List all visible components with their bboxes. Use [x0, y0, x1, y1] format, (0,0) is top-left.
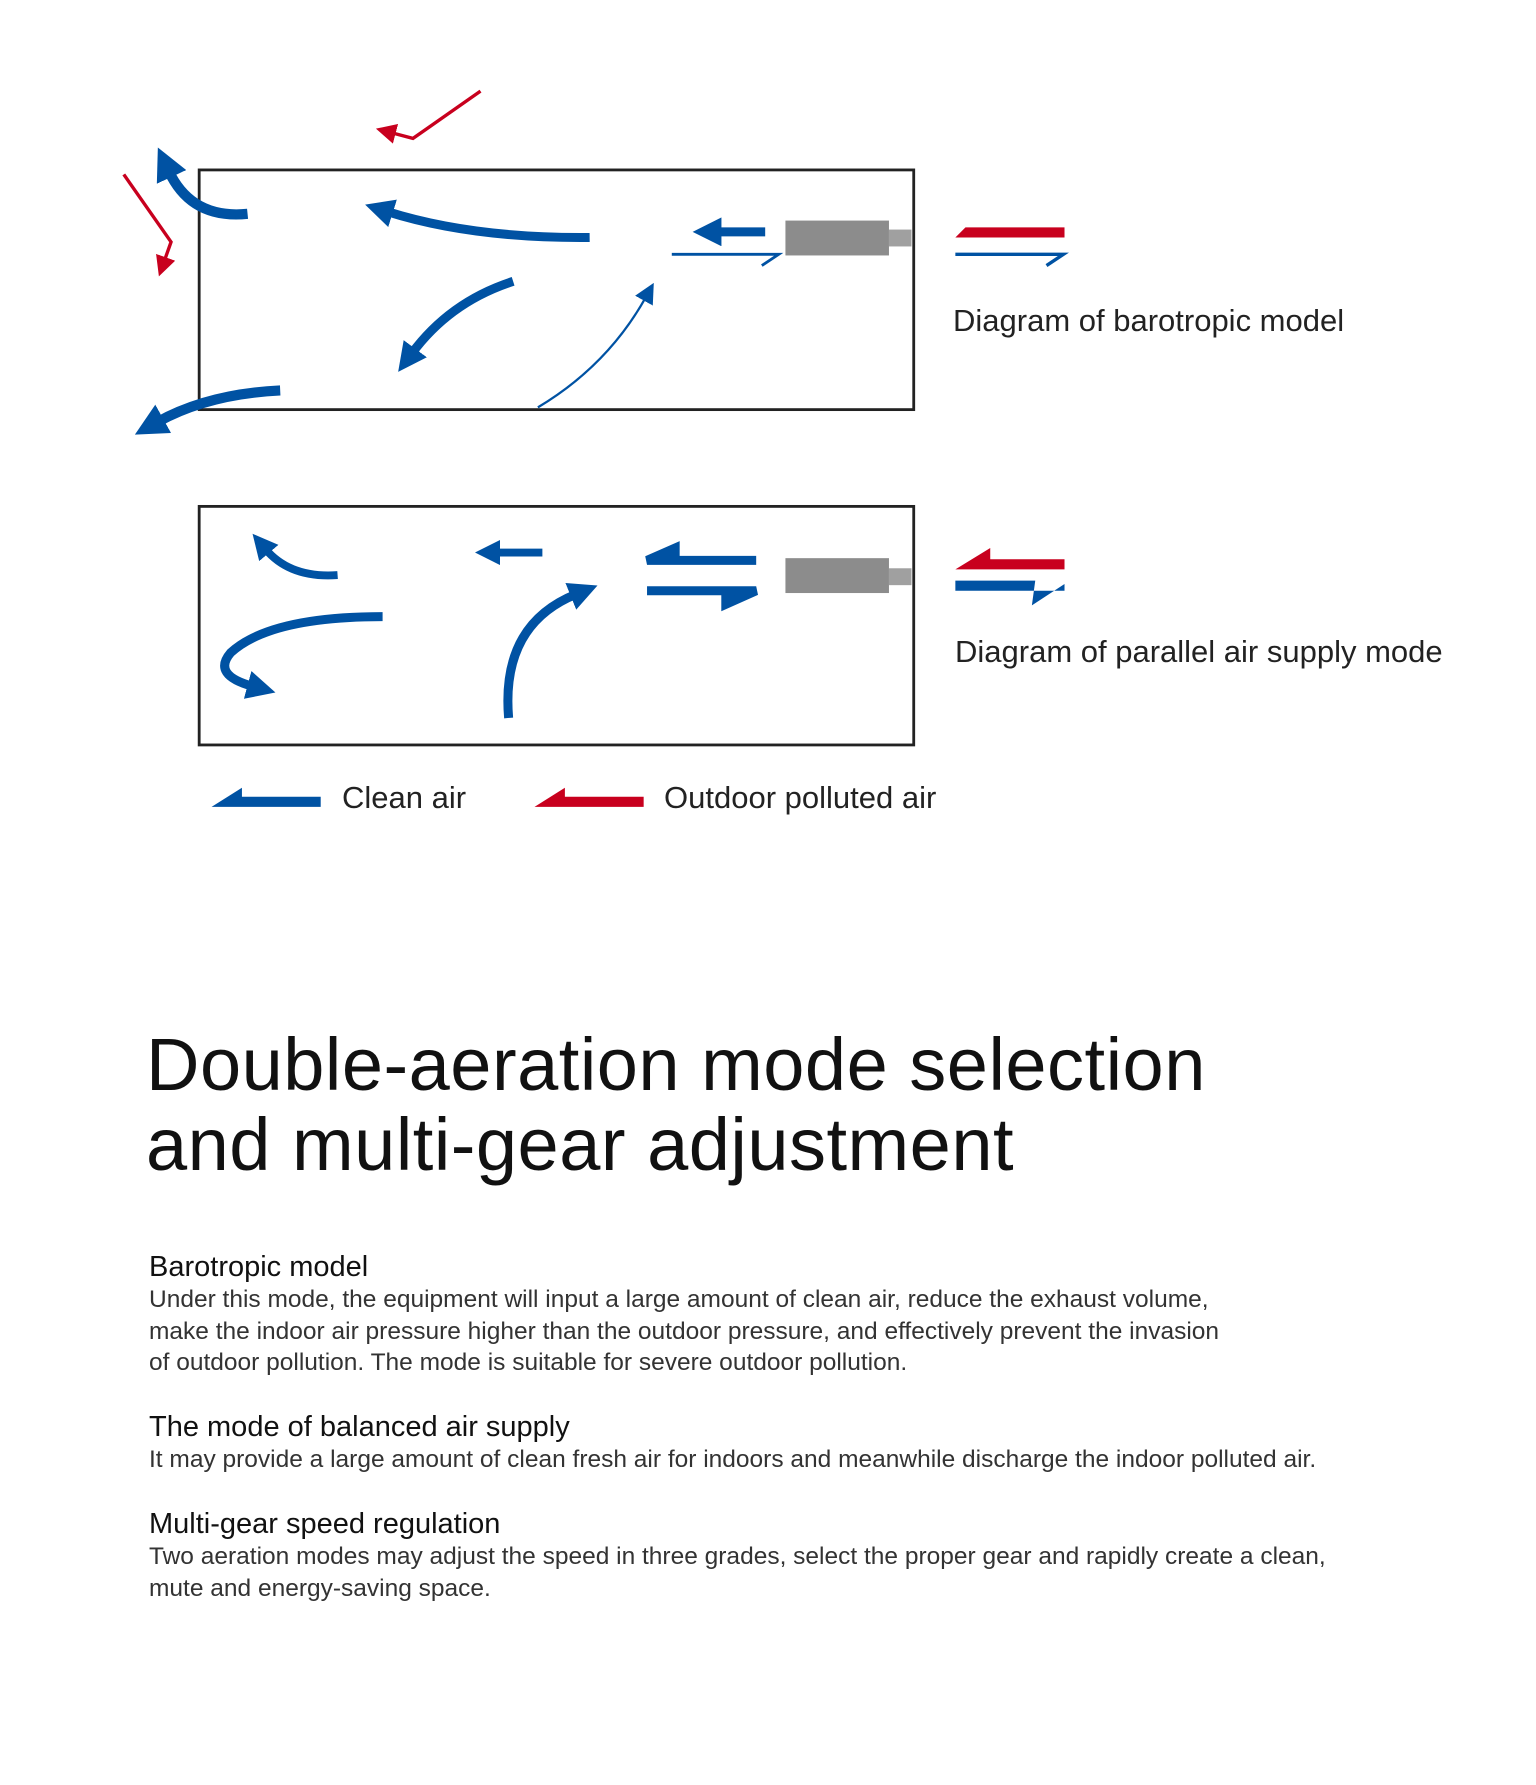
clean-air-arrow	[134, 385, 281, 435]
clean-air-arrow	[398, 277, 515, 372]
clean-air-arrow	[156, 147, 249, 220]
device-nozzle	[888, 229, 912, 247]
section-balanced: The mode of balanced air supply It may p…	[149, 1410, 1449, 1476]
barotropic-diagram	[122, 89, 1069, 435]
barotropic-caption: Diagram of barotropic model	[953, 303, 1345, 338]
parallel-diagram	[197, 504, 1065, 747]
polluted-air-legend-swatch	[534, 787, 644, 807]
section-body: It may provide a large amount of clean f…	[149, 1446, 1317, 1473]
clean-flow-indicator	[955, 252, 1069, 267]
legend	[211, 787, 644, 807]
polluted-flow-indicator	[955, 548, 1065, 570]
polluted-flow-indicator	[955, 227, 1065, 238]
clean-air-arrow	[365, 199, 590, 242]
clean-air-arrow	[645, 541, 757, 565]
exhaust-arrow	[671, 252, 784, 267]
room-outline	[197, 504, 916, 747]
legend-clean-label: Clean air	[342, 780, 467, 815]
room-outline	[197, 168, 916, 412]
clean-air-arrow	[537, 282, 654, 409]
section-title: Multi-gear speed regulation	[149, 1508, 501, 1540]
parallel-caption: Diagram of parallel air supply mode	[955, 634, 1443, 669]
clean-air-arrow	[647, 586, 759, 612]
clean-air-legend-swatch	[211, 787, 321, 807]
section-multi-gear: Multi-gear speed regulation Two aeration…	[149, 1507, 1449, 1604]
section-title: The mode of balanced air supply	[149, 1411, 570, 1443]
airflow-diagrams	[122, 89, 1069, 807]
device-body	[785, 558, 889, 594]
clean-flow-indicator	[955, 580, 1065, 606]
clean-air-arrow	[220, 612, 383, 699]
device-body	[785, 220, 889, 256]
section-barotropic: Barotropic model Under this mode, the eq…	[149, 1250, 1449, 1379]
polluted-air-arrow	[122, 173, 176, 277]
polluted-air-arrow	[375, 89, 482, 144]
heading-line-1: Double-aeration mode selection	[146, 1023, 1206, 1106]
clean-air-arrow	[503, 582, 598, 719]
section-body: Under this mode, the equipment will inpu…	[149, 1286, 1220, 1376]
section-body: Two aeration modes may adjust the speed …	[149, 1543, 1326, 1602]
legend-polluted-label: Outdoor polluted air	[664, 780, 937, 815]
section-title: Barotropic model	[149, 1251, 369, 1283]
heading-line-2: and multi-gear adjustment	[146, 1103, 1015, 1186]
clean-air-arrow	[252, 533, 338, 580]
device-nozzle	[888, 568, 912, 586]
